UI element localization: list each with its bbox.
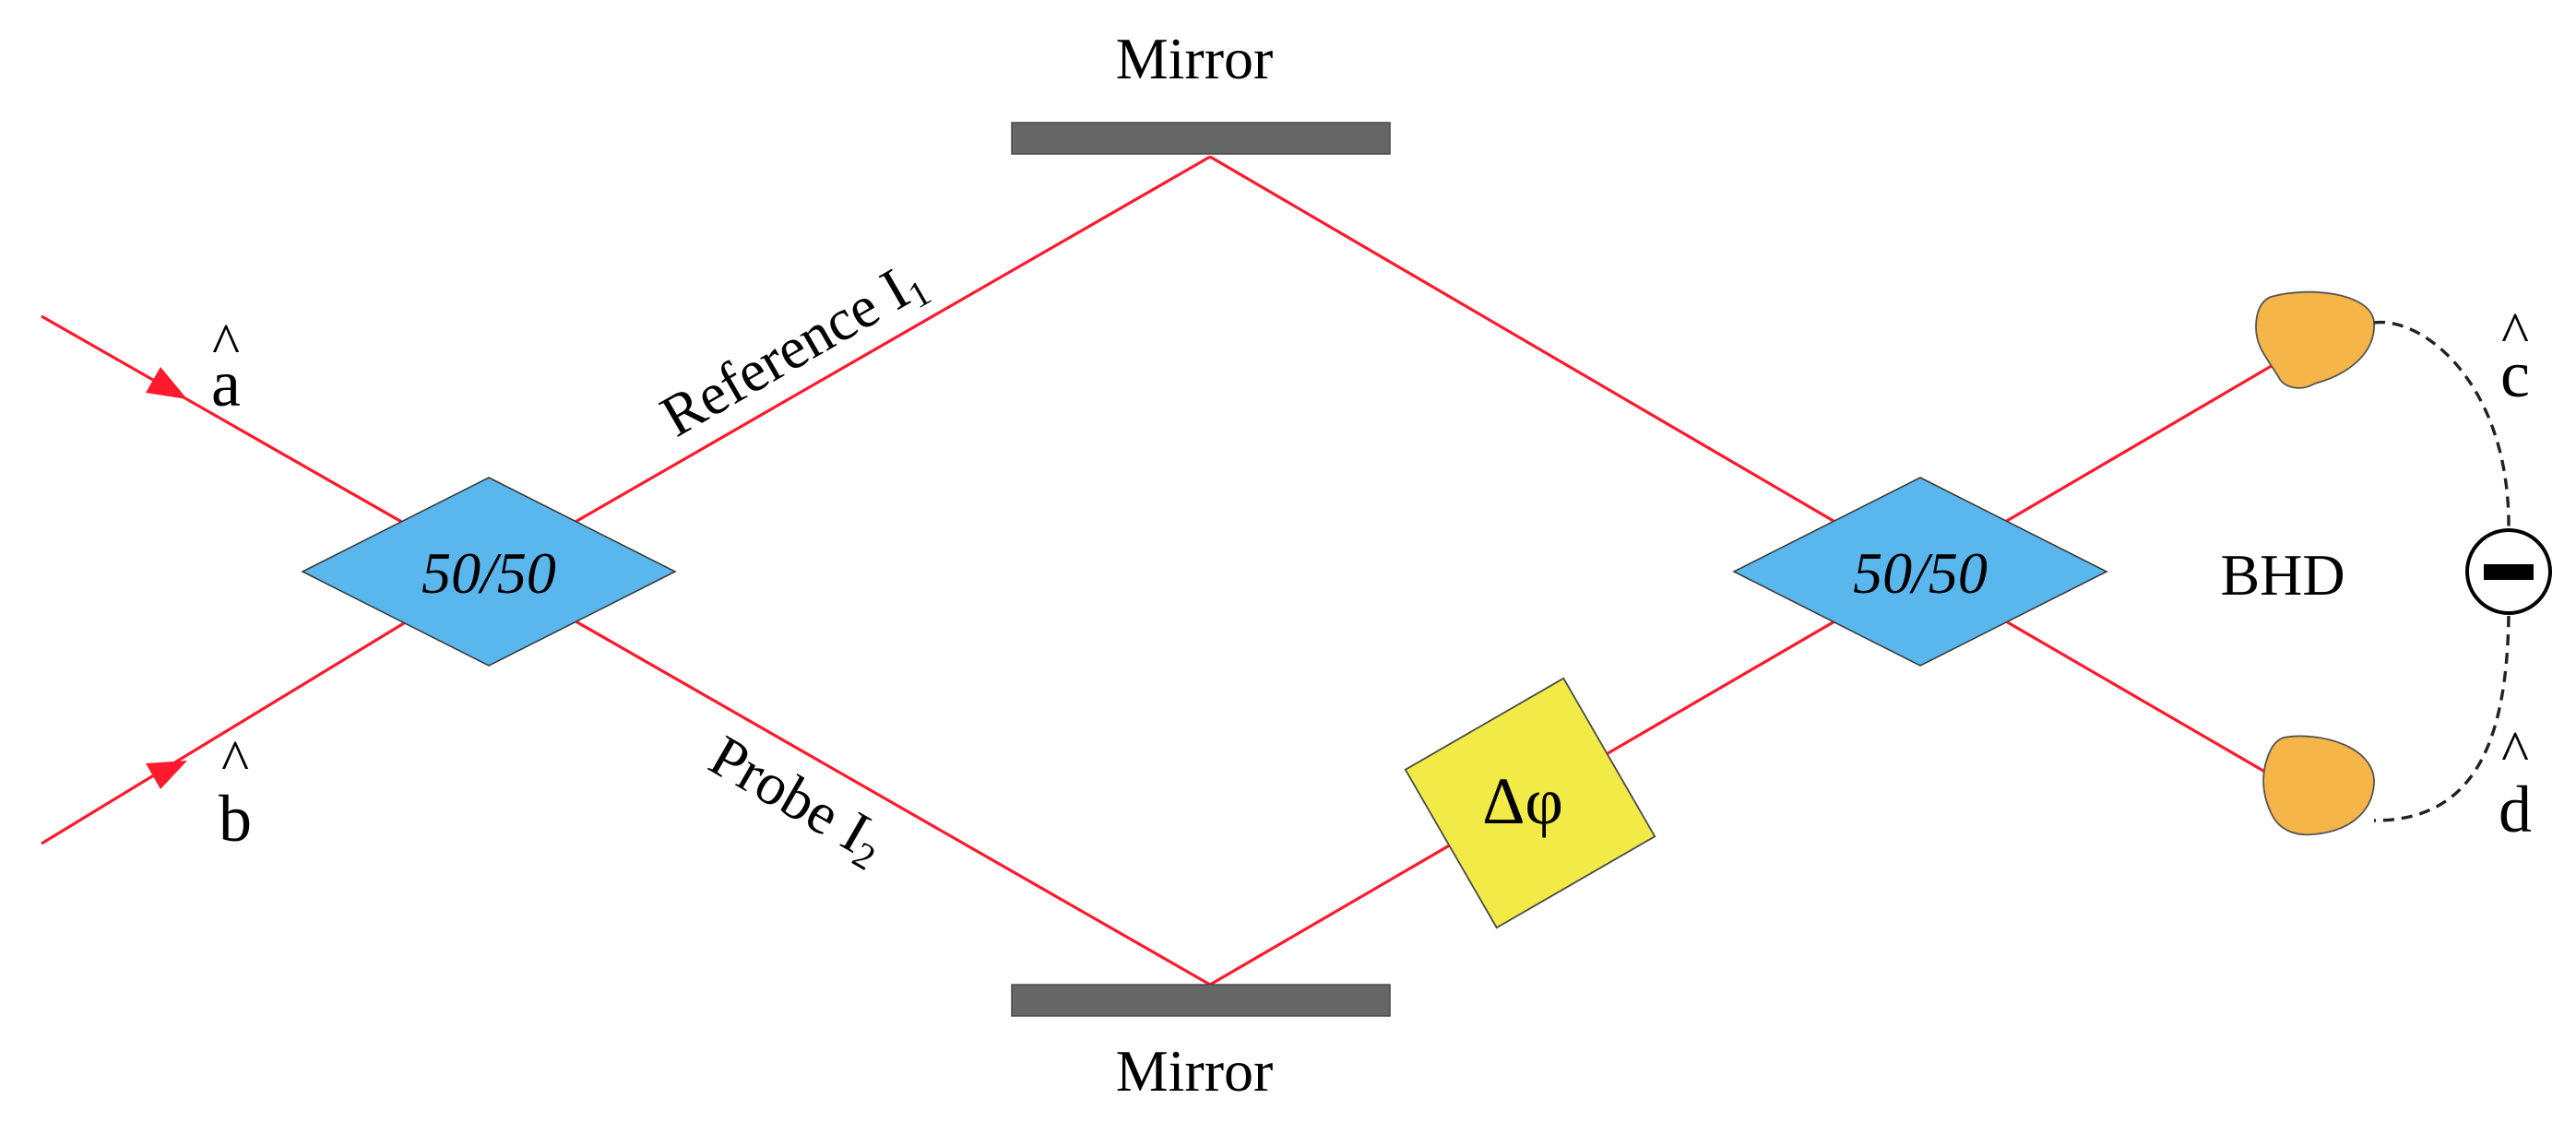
mode-a-label: a ^ — [211, 311, 241, 420]
mode-d-label: d ^ — [2499, 718, 2532, 846]
mode-b-hat: ^ — [221, 727, 249, 793]
reference-beam-from-mirror — [1209, 155, 1921, 573]
detector-bottom-icon — [2262, 735, 2375, 836]
mirror-bottom-label: Mirror — [1116, 1038, 1274, 1104]
reference-arm-label: Reference I1 — [650, 246, 938, 453]
mirror-top-label: Mirror — [1116, 26, 1274, 91]
mode-a-letter: a — [211, 347, 241, 420]
detector-wire-top — [2373, 320, 2511, 531]
detector-top-icon — [2255, 290, 2375, 389]
probe-arm-label: Probe I2 — [697, 723, 897, 879]
detector-wire-bottom — [2373, 615, 2511, 822]
mode-d-hat: ^ — [2501, 718, 2529, 784]
subtractor — [2465, 528, 2552, 615]
beamsplitter-left: 50/50 — [301, 477, 677, 667]
arrow-head-a — [146, 367, 187, 399]
phase-shifter-box — [1404, 677, 1656, 929]
beamsplitter-left-shape — [301, 477, 677, 667]
mode-a-hat: ^ — [212, 311, 240, 376]
mode-c-letter: c — [2500, 337, 2530, 411]
phase-shifter: Δφ — [1404, 677, 1656, 929]
mode-c-hat: ^ — [2501, 300, 2529, 365]
reference-arm-text: Reference I — [650, 255, 920, 449]
minus-icon — [2484, 564, 2534, 580]
bhd-label: BHD — [2220, 542, 2345, 608]
arrow-head-b — [146, 761, 187, 789]
reference-beam-to-mirror — [488, 155, 1211, 573]
phase-shift-label: Δφ — [1482, 764, 1563, 838]
mirror-top — [1011, 122, 1391, 155]
mode-d-letter: d — [2499, 773, 2532, 846]
beamsplitter-right-shape — [1732, 477, 2108, 667]
beamsplitter-right: 50/50 — [1732, 477, 2108, 667]
beamsplitter-left-label: 50/50 — [421, 540, 556, 606]
mode-c-label: c ^ — [2500, 300, 2530, 411]
mirror-bottom — [1011, 984, 1391, 1017]
mode-b-label: b ^ — [219, 727, 252, 856]
probe-beam-to-mirror — [488, 570, 1211, 986]
mode-b-letter: b — [219, 782, 252, 856]
beamsplitter-right-label: 50/50 — [1853, 540, 1988, 606]
